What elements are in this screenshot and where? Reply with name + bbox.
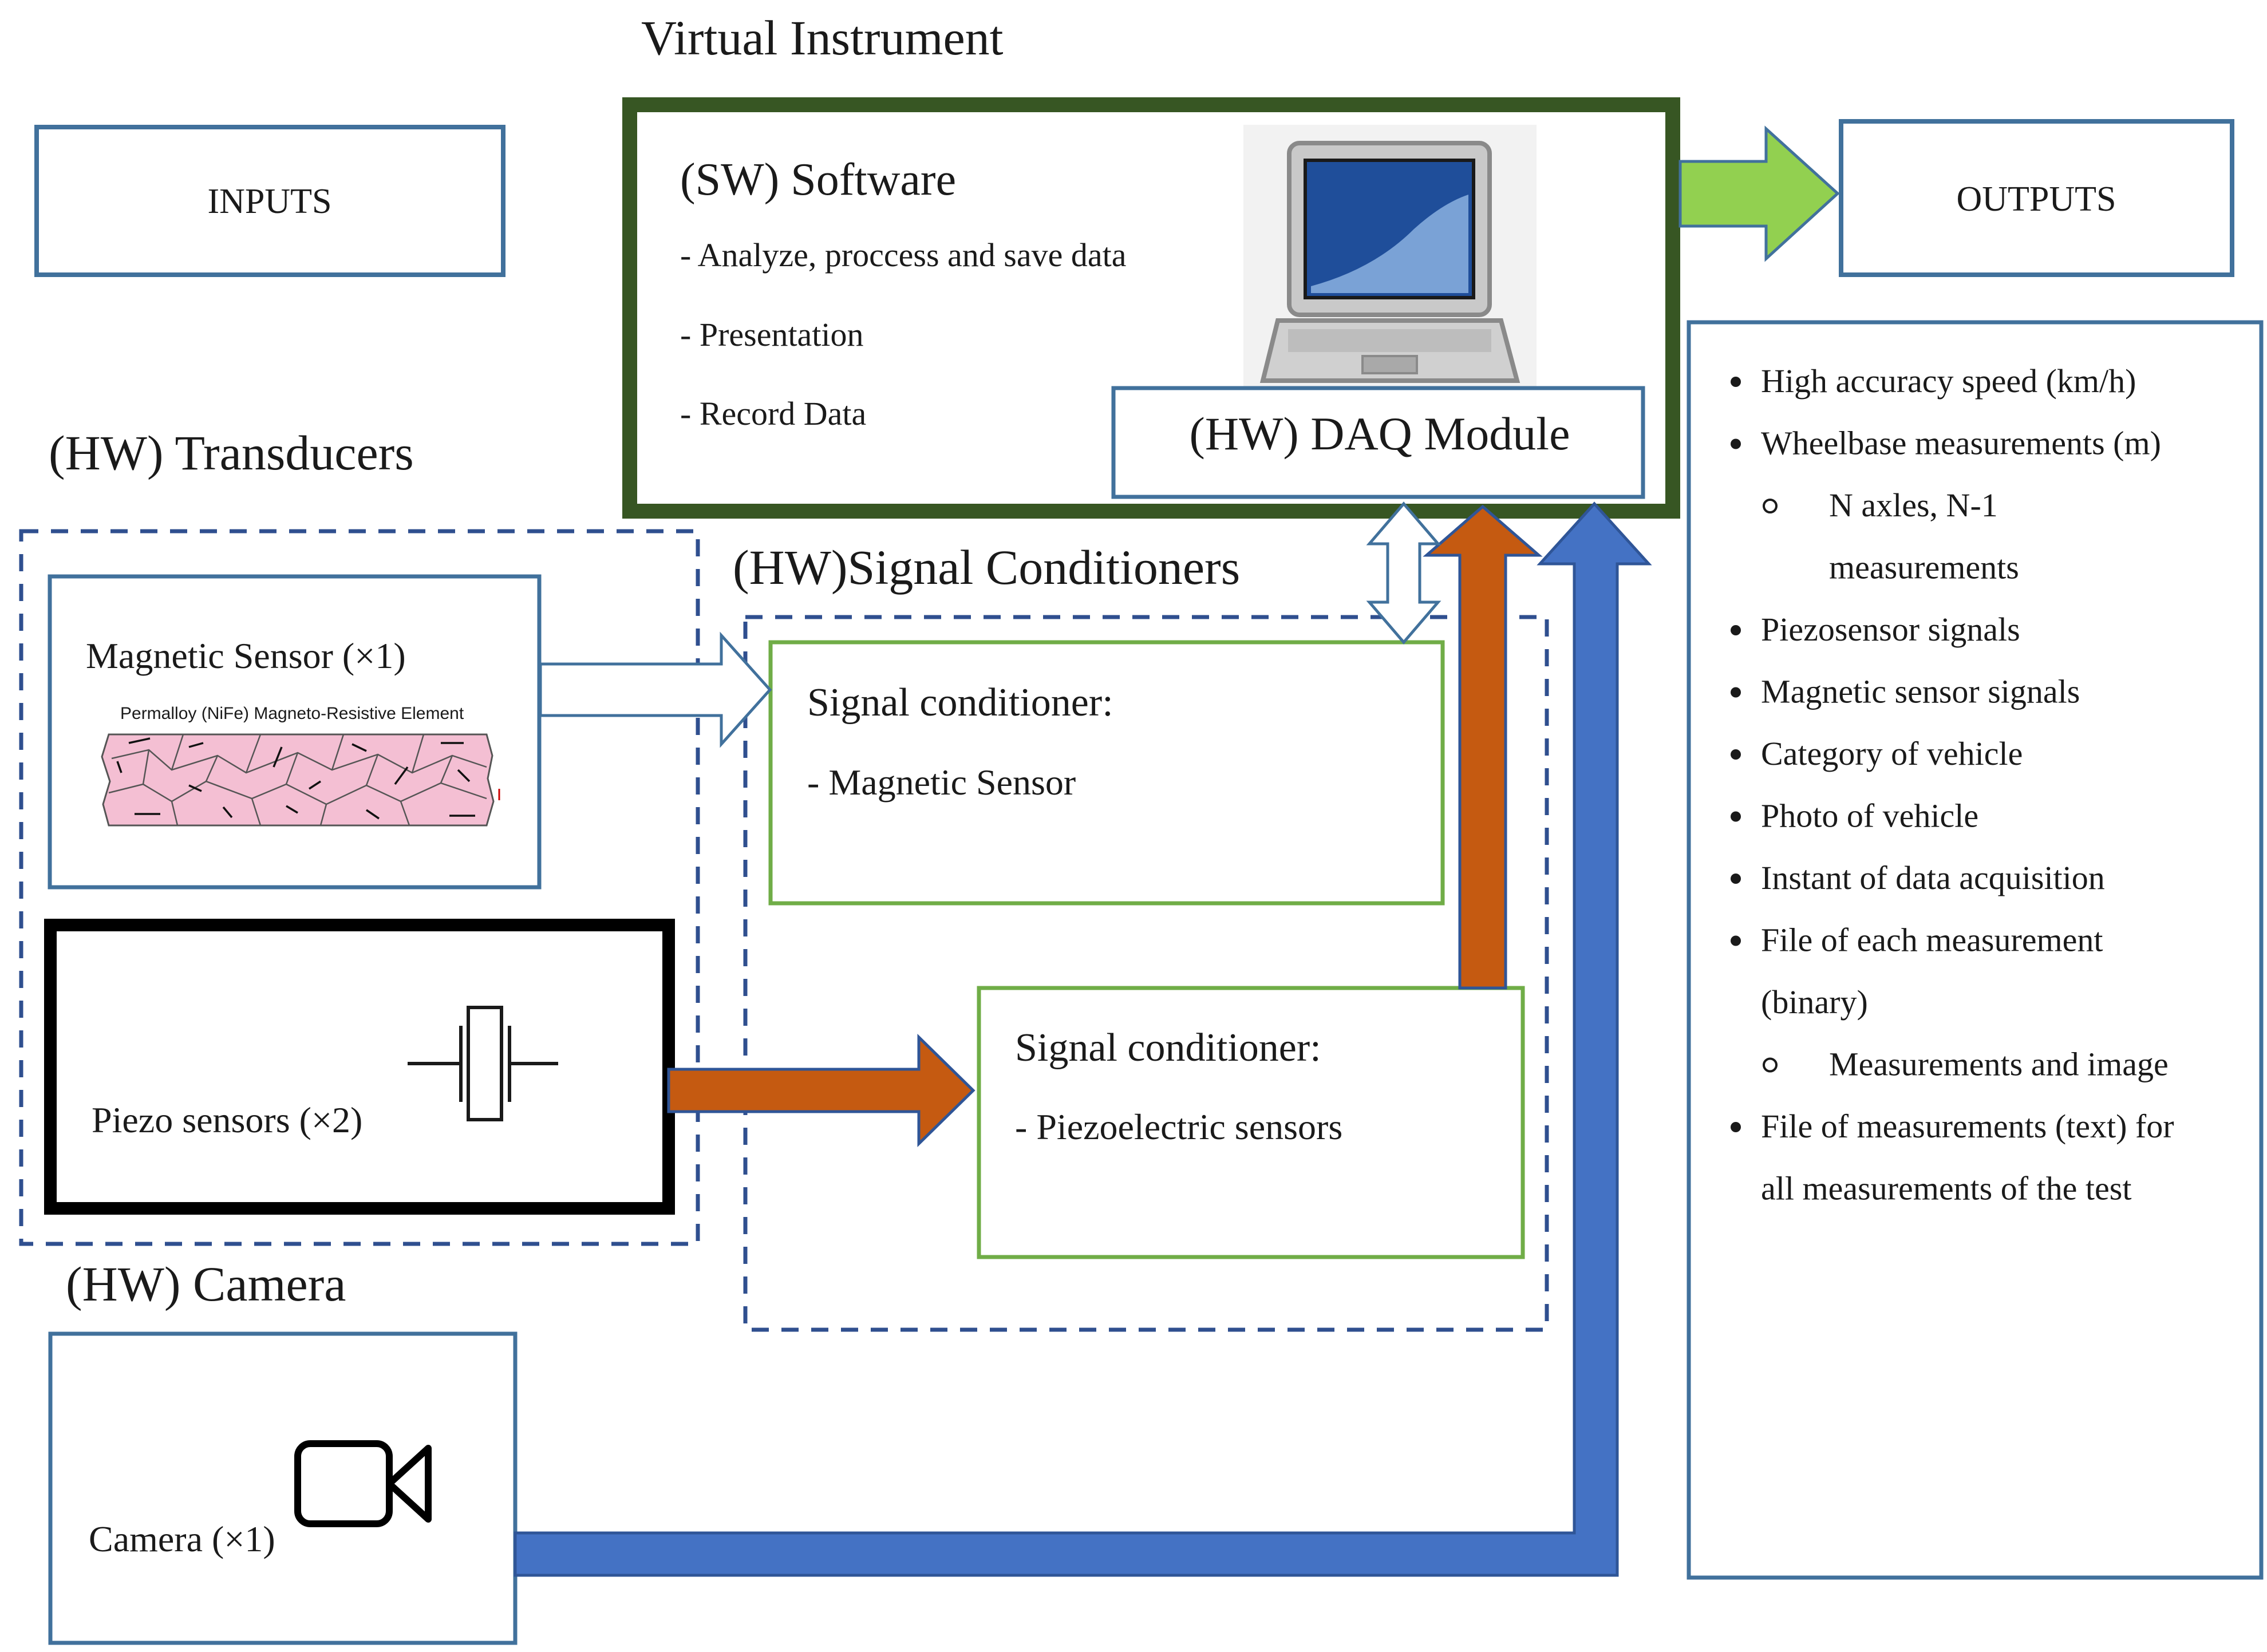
output-item-line: High accuracy speed (km/h) (1761, 362, 2136, 400)
output-item-line: Measurements and image (1829, 1046, 2169, 1083)
sub-bullet-marker (1763, 499, 1778, 513)
output-item-line: Piezosensor signals (1761, 611, 2020, 648)
magneto-resistive-element (101, 733, 500, 827)
magnetic-to-conditioner-arrow (539, 631, 772, 748)
output-item-line: File of measurements (text) for (1761, 1108, 2174, 1145)
crystal-oscillator-icon (408, 1006, 558, 1121)
output-item-line: N axles, N-1 (1829, 487, 1998, 524)
output-item-line: Instant of data acquisition (1761, 859, 2105, 896)
piezo-conditioner-box: Signal conditioner: - Piezoelectric sens… (977, 986, 1525, 1259)
bullet-marker (1731, 811, 1741, 822)
magnetic-conditioner-item: - Magnetic Sensor (807, 762, 1076, 803)
bullet-marker (1731, 935, 1741, 946)
instrument-to-outputs-arrow (1678, 125, 1840, 262)
camera-title: (HW) Camera (66, 1256, 346, 1311)
signal-conditioners-group (743, 615, 1549, 1332)
camera-box: Camera (×1) (48, 1331, 518, 1645)
outputs-box: OUTPUTS (1839, 119, 2234, 277)
bullet-marker (1731, 874, 1741, 884)
bullet-marker (1731, 438, 1741, 449)
magnetic-conditioner-box: Signal conditioner: - Magnetic Sensor (768, 640, 1445, 906)
sub-bullet-marker (1763, 1057, 1778, 1073)
camera-to-daq-arrow (514, 501, 1652, 1577)
output-item-line: Photo of vehicle (1761, 797, 1978, 835)
daq-module-box: (HW) DAQ Module (1111, 386, 1645, 499)
virtual-instrument-title: Virtual Instrument (641, 10, 1004, 65)
daq-module-label: (HW) DAQ Module (1190, 408, 1570, 460)
output-item-line: Category of vehicle (1761, 735, 2023, 772)
piezo-sensors-box: Piezo sensors (×2) (44, 919, 675, 1215)
output-item-line: (binary) (1761, 983, 1868, 1021)
software-item-presentation: - Presentation (680, 316, 864, 353)
daq-conditioner-double-arrow (1366, 501, 1441, 645)
software-item-analyze: - Analyze, proccess and save data (680, 236, 1126, 274)
transducers-group (19, 529, 700, 1246)
bullet-marker (1731, 377, 1741, 387)
output-item-line: Magnetic sensor signals (1761, 673, 2080, 710)
inputs-box: INPUTS (34, 125, 505, 277)
output-item-line: measurements (1829, 549, 2019, 586)
video-camera-icon (294, 1440, 432, 1527)
bullet-marker (1731, 687, 1741, 698)
piezo-conditioner-item: - Piezoelectric sensors (1015, 1106, 1342, 1147)
bullet-marker (1731, 749, 1741, 760)
signal-conditioners-title: (HW)Signal Conditioners (733, 540, 1240, 595)
magnetic-conditioner-title: Signal conditioner: (807, 681, 1113, 725)
software-title: (SW) Software (680, 155, 956, 205)
camera-label: Camera (×1) (89, 1519, 275, 1559)
outputs-list-box (1687, 320, 2264, 1580)
piezo-to-conditioner-arrow (667, 1034, 975, 1147)
output-item-line: all measurements of the test (1761, 1170, 2131, 1207)
transducers-title: (HW) Transducers (49, 425, 414, 480)
piezo-sensors-label: Piezo sensors (×2) (92, 1100, 362, 1140)
output-item-line: Wheelbase measurements (m) (1761, 425, 2161, 462)
outputs-list: High accuracy speed (km/h) Wheelbase meas… (1731, 362, 2174, 1207)
bullet-marker (1731, 625, 1741, 635)
software-item-record: - Record Data (680, 395, 866, 432)
bullet-marker (1731, 1122, 1741, 1132)
laptop-icon (1243, 125, 1537, 394)
outputs-label: OUTPUTS (1956, 180, 2116, 219)
piezo-conditioner-to-daq-arrow (1423, 504, 1543, 990)
magneto-resistive-caption: Permalloy (NiFe) Magneto-Resistive Eleme… (120, 704, 464, 723)
output-item-line: File of each measurement (1761, 922, 2103, 959)
piezo-conditioner-title: Signal conditioner: (1015, 1026, 1321, 1070)
magnetic-sensor-box: Magnetic Sensor (×1) Permalloy (NiFe) Ma… (48, 574, 542, 890)
magnetic-sensor-label: Magnetic Sensor (×1) (86, 635, 406, 676)
inputs-label: INPUTS (207, 182, 331, 221)
